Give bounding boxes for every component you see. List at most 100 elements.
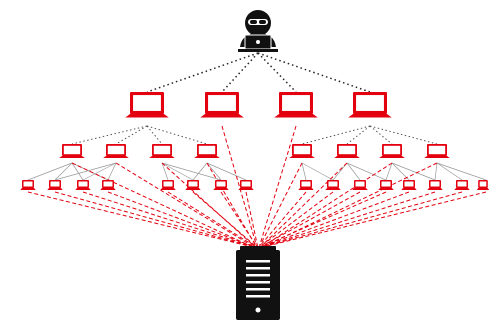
laptop-base [424, 156, 450, 158]
laptop-base [454, 188, 470, 190]
server-vent [246, 274, 270, 277]
control-link-attacker-handler [257, 52, 371, 93]
control-link-agent-agent [161, 162, 169, 181]
control-link-agent-agent [206, 162, 222, 181]
agent-small-laptop-icon [20, 180, 36, 190]
control-link-agent-agent [385, 162, 393, 181]
attack-link-to-server [259, 125, 297, 247]
attack-link-to-server [262, 191, 387, 247]
laptop-display [328, 181, 338, 187]
control-link-agent-agent [436, 162, 487, 181]
control-link-agent-agent [82, 162, 117, 181]
attack-link-to-server [71, 162, 251, 247]
agent-laptop-icon [103, 144, 129, 158]
attack-link-to-server [259, 191, 307, 247]
control-link-handler-agent [146, 125, 208, 145]
laptop-base [149, 156, 175, 158]
agent-small-laptop-icon [454, 180, 470, 190]
laptop-display [282, 95, 310, 111]
control-link-handler-agent [301, 125, 371, 145]
laptop-base [75, 188, 91, 190]
control-link-handler-agent [71, 125, 148, 145]
laptop-base [379, 156, 405, 158]
agent-laptop-icon [59, 144, 85, 158]
control-link-agent-agent [434, 162, 438, 181]
agent-small-laptop-icon [401, 180, 417, 190]
laptop-display [153, 145, 171, 155]
control-link-agent-agent [54, 162, 117, 181]
control-link-agent-agent [71, 162, 84, 181]
control-link-agent-agent [391, 162, 436, 181]
laptop-base [185, 188, 201, 190]
agent-laptop-icon [424, 144, 450, 158]
laptop-base [47, 188, 63, 190]
agent-small-laptop-icon [427, 180, 443, 190]
attack-link-to-server [54, 191, 251, 247]
laptop-display [50, 181, 60, 187]
control-link-agent-agent [161, 162, 194, 181]
control-link-agent-agent [54, 162, 73, 181]
agent-small-laptop-icon [47, 180, 63, 190]
control-link-handler-agent [369, 125, 393, 145]
attack-link-to-server [115, 162, 253, 247]
laptop-display [301, 181, 311, 187]
attack-link-to-server [261, 162, 348, 247]
handler-laptop-icon [200, 92, 244, 118]
laptop-base [238, 188, 254, 190]
laptop-display [479, 181, 487, 187]
hacker-eye-right [259, 20, 266, 24]
laptop-display [78, 181, 88, 187]
laptop-display [133, 95, 161, 111]
control-link-agent-agent [346, 162, 387, 181]
agent-laptop-icon [379, 144, 405, 158]
hacker-desk [238, 49, 278, 52]
agent-small-laptop-icon [298, 180, 314, 190]
agent-laptop-icon [194, 144, 220, 158]
handler-laptop-icon [125, 92, 169, 118]
connection-lines [27, 52, 487, 247]
agent-small-laptop-icon [325, 180, 341, 190]
laptop-base [194, 156, 220, 158]
server-icon [236, 246, 280, 320]
laptop-base [103, 156, 129, 158]
laptop-display [383, 145, 401, 155]
laptop-base [325, 188, 341, 190]
agent-small-laptop-icon [100, 180, 116, 190]
laptop-base [401, 188, 417, 190]
attack-link-to-server [221, 125, 258, 247]
network-nodes [20, 10, 489, 320]
laptop-base [100, 188, 116, 190]
handler-laptop-icon [348, 92, 392, 118]
control-link-agent-agent [107, 162, 117, 181]
laptop-display [381, 181, 391, 187]
attack-link-to-server [220, 191, 257, 247]
laptop-display [293, 145, 311, 155]
attack-link-to-server [264, 162, 438, 247]
laptop-base [289, 156, 315, 158]
laptop-base [200, 114, 244, 118]
attack-link-to-server [167, 191, 255, 247]
agent-small-laptop-icon [185, 180, 201, 190]
laptop-base [298, 188, 314, 190]
attack-link-to-server [82, 191, 252, 247]
server-power-light [255, 307, 261, 313]
attack-link-to-server [267, 191, 487, 247]
control-link-handler-agent [369, 125, 438, 145]
hacker-eye-left [250, 20, 257, 24]
laptop-base [160, 188, 176, 190]
laptop-base [378, 188, 394, 190]
laptop-display [428, 145, 446, 155]
control-link-agent-agent [206, 162, 247, 181]
agent-small-laptop-icon [213, 180, 229, 190]
attack-link-to-server [192, 191, 256, 247]
laptop-base [476, 188, 489, 190]
laptop-display [63, 145, 81, 155]
attack-link-to-server [264, 191, 436, 247]
laptop-base [213, 188, 229, 190]
laptop-display [355, 181, 365, 187]
attack-link-to-server [245, 191, 259, 247]
agent-small-laptop-icon [160, 180, 176, 190]
control-link-handler-agent [115, 125, 148, 145]
laptop-display [107, 145, 125, 155]
